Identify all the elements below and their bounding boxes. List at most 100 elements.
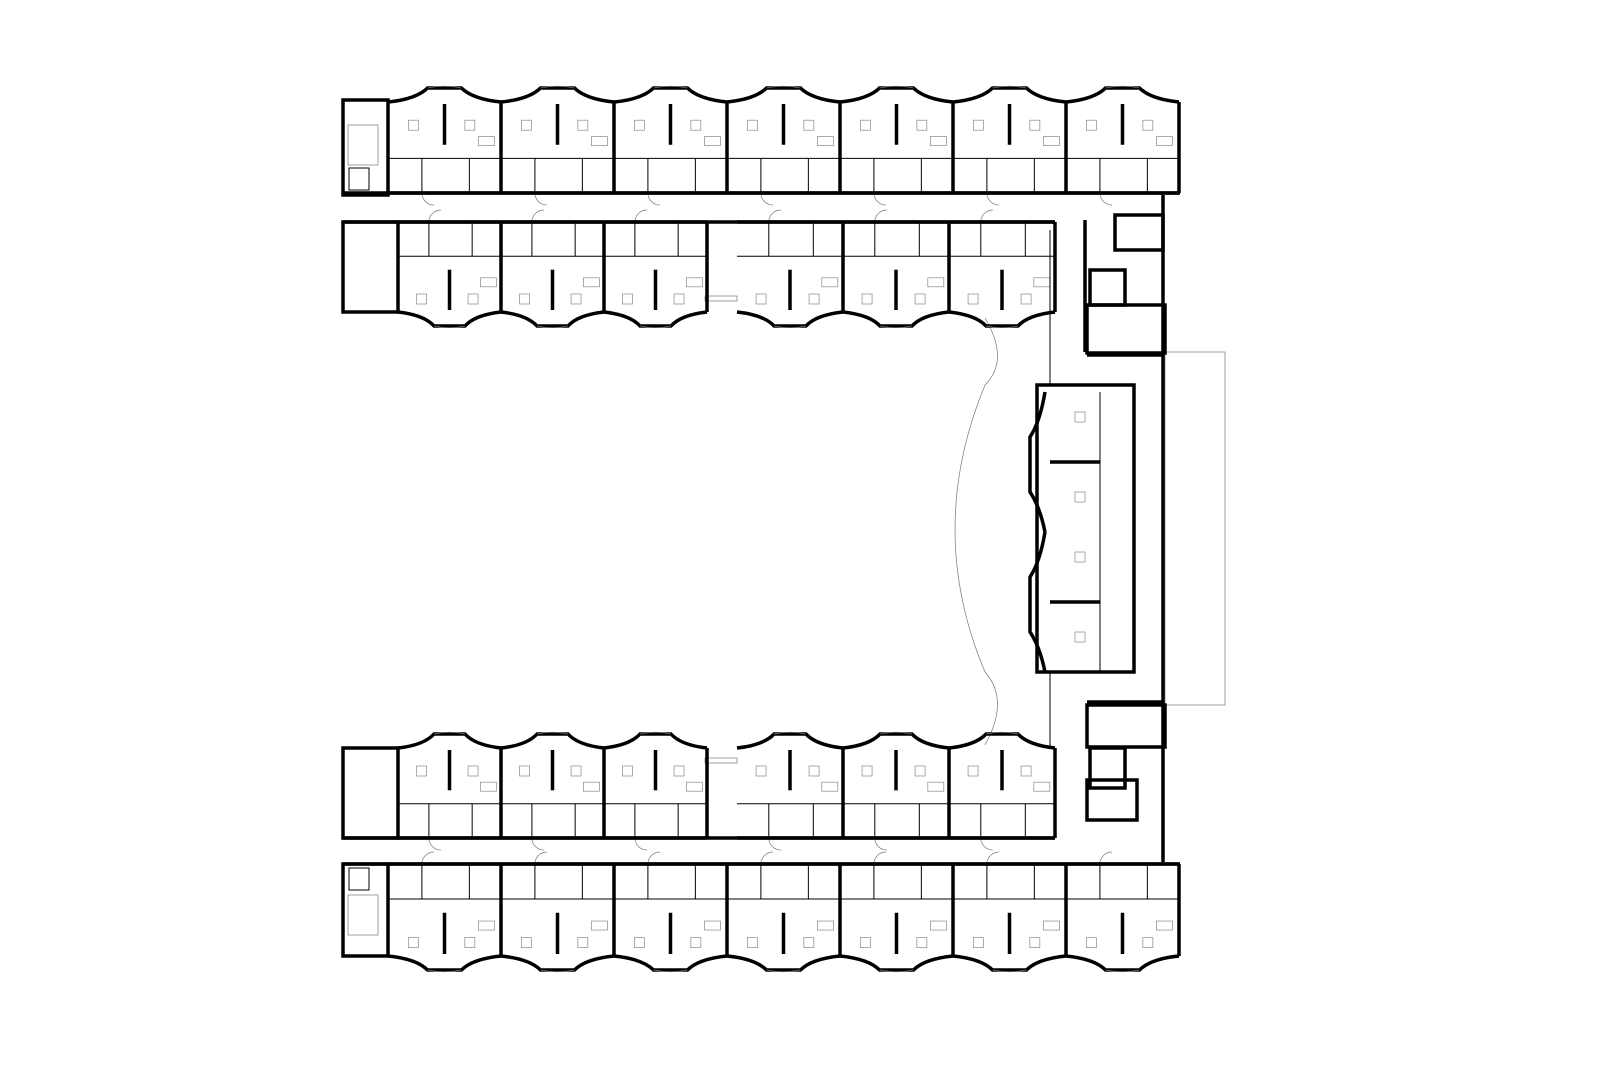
table — [914, 765, 926, 777]
table — [467, 765, 479, 777]
bed — [686, 781, 703, 792]
table — [519, 293, 530, 305]
table — [1142, 119, 1154, 131]
table — [1020, 293, 1032, 305]
bed — [927, 781, 945, 792]
bed — [1033, 781, 1051, 792]
table — [972, 937, 984, 948]
table — [577, 119, 589, 131]
bed — [817, 920, 834, 931]
table — [464, 119, 476, 131]
table — [464, 937, 476, 948]
end-room-lower — [341, 746, 400, 840]
door-swing — [873, 192, 886, 206]
balcony-edge — [880, 731, 912, 735]
upper-left-unit — [500, 209, 606, 329]
table — [1085, 119, 1097, 131]
bed — [704, 920, 721, 931]
facade-bay — [603, 310, 708, 328]
bed — [480, 781, 497, 792]
facade-bay — [603, 732, 708, 750]
door-swing — [873, 851, 886, 865]
top-wing-unit — [839, 85, 955, 206]
table — [916, 119, 928, 131]
table — [808, 293, 820, 305]
facade-bay — [726, 86, 841, 104]
balcony-edge — [433, 325, 466, 329]
door-swing — [634, 209, 647, 223]
table — [861, 765, 873, 777]
door-swing — [1099, 192, 1112, 206]
table — [746, 937, 758, 948]
table — [690, 937, 702, 948]
table — [467, 293, 479, 305]
stair-icon — [347, 894, 379, 936]
bed — [1043, 920, 1060, 931]
table — [416, 765, 427, 777]
lower-left-unit — [397, 731, 503, 851]
upper-left-unit — [397, 209, 503, 329]
balcony-edge — [639, 731, 672, 735]
table — [633, 937, 645, 948]
door-swing — [874, 837, 887, 851]
bed — [930, 920, 947, 931]
facade-bay — [952, 86, 1067, 104]
terrace-outline — [1164, 351, 1226, 706]
facade-bay — [842, 310, 950, 328]
facade-bay — [500, 86, 615, 104]
table — [803, 937, 815, 948]
door-swing — [534, 192, 547, 206]
table — [1029, 937, 1041, 948]
balcony-edge — [986, 325, 1018, 329]
bed — [480, 277, 497, 288]
facade-bay — [1028, 531, 1047, 673]
bed — [583, 277, 600, 288]
facade-bay — [387, 954, 502, 972]
door-swing — [428, 209, 441, 223]
door-swing — [768, 209, 781, 223]
facade-bay — [500, 954, 615, 972]
table — [407, 119, 419, 131]
door-swing — [531, 837, 544, 851]
balcony-edge — [427, 85, 462, 89]
bottom-wing-unit — [726, 851, 842, 973]
balcony-edge — [1105, 85, 1140, 89]
bottom-wing-unit — [500, 851, 616, 973]
upper-left-unit — [603, 209, 709, 329]
table — [673, 293, 685, 305]
stair-upper — [1085, 303, 1167, 355]
upper-right-unit — [736, 209, 845, 329]
table — [859, 937, 871, 948]
bed — [1156, 136, 1173, 146]
balcony-edge — [986, 731, 1018, 735]
east-unit-block — [1035, 383, 1136, 674]
table — [914, 293, 926, 305]
east-unit — [1028, 391, 1101, 533]
door-swing — [634, 837, 647, 851]
table — [1085, 937, 1097, 948]
table — [755, 765, 767, 777]
facade-bay — [952, 954, 1067, 972]
table — [746, 119, 758, 131]
door-swing — [986, 851, 999, 865]
facade-bay — [397, 732, 502, 750]
service-cores — [341, 98, 1180, 958]
facade-bay — [736, 732, 844, 750]
table — [520, 937, 532, 948]
table — [622, 293, 633, 305]
table — [633, 119, 645, 131]
bottom-wing-unit — [839, 851, 955, 973]
stair-icon — [347, 124, 379, 166]
balcony-edge — [536, 325, 569, 329]
lift-icon — [348, 167, 370, 191]
east-unit — [1028, 531, 1101, 673]
table — [570, 293, 582, 305]
door-swing — [531, 209, 544, 223]
table — [1074, 491, 1086, 503]
bed — [478, 136, 495, 146]
door-swing — [760, 851, 773, 865]
bed — [927, 277, 945, 288]
balcony-edge — [992, 85, 1027, 89]
balcony-edge — [774, 325, 806, 329]
door-swing — [874, 209, 887, 223]
